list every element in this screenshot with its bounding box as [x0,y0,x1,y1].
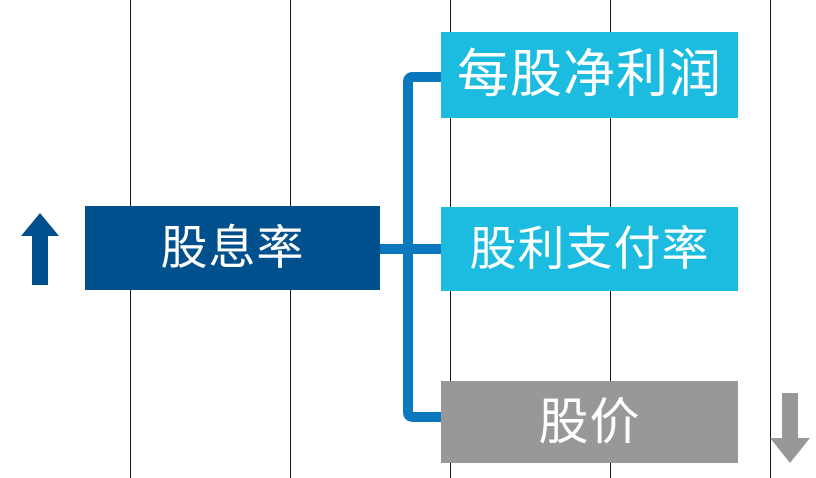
node-dividend-payout-ratio-label: 股利支付率 [469,221,710,277]
node-dividend-payout-ratio[interactable]: 股利支付率 [441,207,738,291]
arrow-down-shape [770,393,810,463]
node-earnings-per-share[interactable]: 每股净利润 [441,32,738,118]
arrow-up-icon [21,213,59,285]
node-stock-price[interactable]: 股价 [441,381,738,463]
arrow-down-icon [770,393,810,463]
node-earnings-per-share-label: 每股净利润 [456,45,722,105]
node-stock-price-label: 股价 [538,393,641,451]
node-dividend-yield-label: 股息率 [160,220,305,276]
node-dividend-yield[interactable]: 股息率 [85,206,380,290]
arrow-up-shape [21,213,59,285]
bracket-connector [380,72,441,422]
